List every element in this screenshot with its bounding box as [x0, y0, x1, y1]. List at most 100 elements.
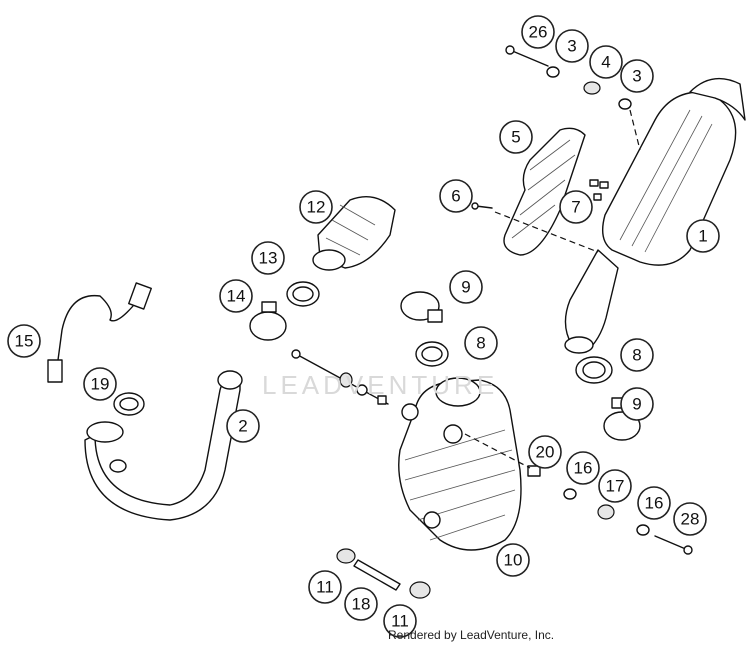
callout-17[interactable]: 17 [598, 469, 632, 503]
callout-circle [598, 469, 632, 503]
callout-28[interactable]: 28 [673, 502, 707, 536]
header-pipe[interactable] [84, 370, 243, 521]
callout-9[interactable]: 9 [449, 270, 483, 304]
callout-label: 13 [259, 249, 278, 268]
washer-16-lower[interactable] [636, 524, 650, 536]
callout-15[interactable]: 15 [7, 324, 41, 358]
callout-label: 11 [316, 578, 334, 597]
gasket-8-right[interactable] [575, 356, 613, 384]
screw-6[interactable] [471, 202, 493, 210]
callout-label: 9 [461, 278, 470, 297]
callout-12[interactable]: 12 [299, 190, 333, 224]
callout-6[interactable]: 6 [439, 179, 473, 213]
callout-label: 8 [476, 334, 485, 353]
callout-circle [83, 367, 117, 401]
callout-label: 9 [632, 395, 641, 414]
callout-label: 3 [632, 67, 641, 86]
callout-label: 5 [511, 128, 520, 147]
callout-3[interactable]: 3 [555, 29, 589, 63]
clips-7[interactable] [589, 179, 609, 201]
callout-circle [308, 570, 342, 604]
bolt-center-left[interactable] [291, 349, 389, 405]
bushing-11-right[interactable] [409, 581, 431, 599]
callout-label: 26 [529, 23, 548, 42]
bolt-26[interactable] [505, 45, 549, 67]
callout-label: 14 [227, 287, 246, 306]
lambda-sensor[interactable] [47, 282, 152, 383]
bushing-11-left[interactable] [336, 548, 356, 564]
callout-circle [499, 120, 533, 154]
callout-5[interactable]: 5 [499, 120, 533, 154]
callout-circle [439, 179, 473, 213]
callout-13[interactable]: 13 [251, 241, 285, 275]
gasket-13[interactable] [286, 281, 320, 307]
callout-label: 6 [451, 187, 460, 206]
callout-2[interactable]: 2 [226, 409, 260, 443]
manifold-sleeve[interactable] [312, 196, 396, 271]
callout-7[interactable]: 7 [559, 190, 593, 224]
callout-circle [219, 279, 253, 313]
clamp-9-center[interactable] [400, 291, 443, 323]
credit-text: Rendered by LeadVenture, Inc. [388, 628, 555, 642]
callout-4[interactable]: 4 [589, 45, 623, 79]
callout-11[interactable]: 11 [383, 604, 417, 638]
gasket-19[interactable] [113, 392, 145, 416]
callout-label: 10 [504, 551, 523, 570]
callout-3[interactable]: 3 [620, 59, 654, 93]
callout-circle [528, 435, 562, 469]
washer-3-right[interactable] [618, 98, 632, 110]
callout-circle [559, 190, 593, 224]
callout-18[interactable]: 18 [344, 587, 378, 621]
center-muffler[interactable] [398, 377, 522, 551]
callout-11[interactable]: 11 [308, 570, 342, 604]
washer-16-upper[interactable] [563, 488, 577, 500]
callout-label: 12 [307, 198, 326, 217]
callout-16[interactable]: 16 [566, 451, 600, 485]
callout-label: 2 [238, 417, 247, 436]
bracket-20[interactable] [527, 465, 541, 477]
callout-label: 16 [574, 459, 593, 478]
callout-circle [464, 326, 498, 360]
callout-10[interactable]: 10 [496, 543, 530, 577]
clamp-14[interactable] [249, 301, 287, 341]
callout-8[interactable]: 8 [620, 338, 654, 372]
callout-label: 28 [681, 510, 700, 529]
callout-1[interactable]: 1 [686, 219, 720, 253]
callout-label: 20 [536, 443, 555, 462]
gasket-8-center[interactable] [415, 341, 449, 367]
callout-label: 8 [632, 346, 641, 365]
callout-circle [555, 29, 589, 63]
callout-label: 11 [391, 612, 409, 631]
callout-circle [620, 387, 654, 421]
callout-circle [637, 486, 671, 520]
bushing-17[interactable] [597, 504, 615, 520]
bolt-28[interactable] [654, 535, 693, 555]
watermark: LEADVENTURE [262, 370, 499, 400]
muffler[interactable] [564, 77, 746, 354]
callout-8[interactable]: 8 [464, 326, 498, 360]
callout-label: 17 [606, 477, 625, 496]
sleeve-18[interactable] [353, 559, 401, 591]
callout-circle [251, 241, 285, 275]
bushing-4[interactable] [583, 81, 601, 95]
callout-circle [449, 270, 483, 304]
callout-19[interactable]: 19 [83, 367, 117, 401]
callout-label: 18 [352, 595, 371, 614]
callout-circle [566, 451, 600, 485]
callout-circle [620, 338, 654, 372]
callout-circle [7, 324, 41, 358]
callout-label: 15 [15, 332, 34, 351]
callout-label: 7 [571, 198, 580, 217]
callout-20[interactable]: 20 [528, 435, 562, 469]
callout-circle [521, 15, 555, 49]
callout-26[interactable]: 26 [521, 15, 555, 49]
callout-14[interactable]: 14 [219, 279, 253, 313]
callout-circle [299, 190, 333, 224]
washer-3-top[interactable] [546, 66, 560, 78]
callout-16[interactable]: 16 [637, 486, 671, 520]
callout-circle [673, 502, 707, 536]
callout-9[interactable]: 9 [620, 387, 654, 421]
callout-label: 4 [601, 53, 610, 72]
